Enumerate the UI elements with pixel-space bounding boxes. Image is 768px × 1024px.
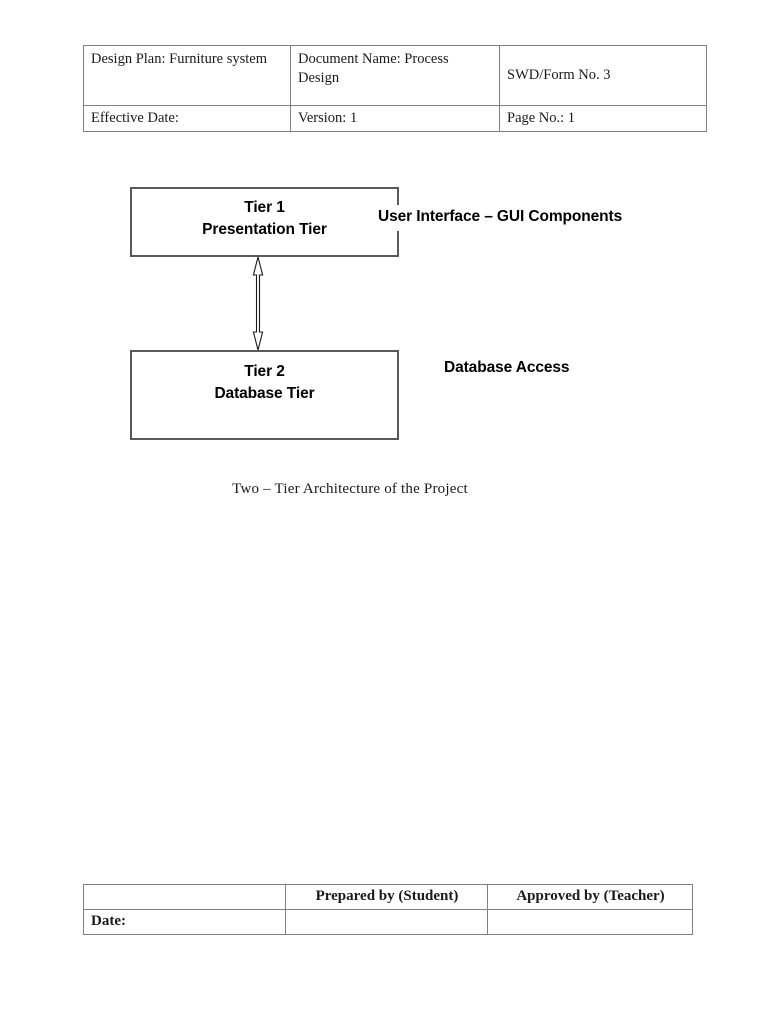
tier1-line1: Tier 1 <box>244 199 285 216</box>
signature-label-date: Date: <box>83 909 286 936</box>
signature-value-approved-by <box>487 909 693 936</box>
tier2-side-label: Database Access <box>444 359 570 376</box>
table-row: Design Plan: Furniture system Document N… <box>83 45 707 106</box>
tier1-border-gap <box>396 205 403 231</box>
header-cell-document-name: Document Name: Process Design <box>290 45 500 106</box>
architecture-diagram: Tier 1 Presentation Tier User Interface … <box>130 187 623 497</box>
tier1-box-label: Tier 1 Presentation Tier <box>132 197 397 241</box>
signature-cell-blank <box>83 883 286 911</box>
tier1-side-label: User Interface – GUI Components <box>378 208 623 225</box>
diagram-caption: Two – Tier Architecture of the Project <box>232 481 468 497</box>
table-row: Date: <box>83 909 693 936</box>
header-cell-design-plan: Design Plan: Furniture system <box>83 45 291 106</box>
tier2-box-label: Tier 2 Database Tier <box>132 361 397 405</box>
header-cell-page-no: Page No.: 1 <box>499 105 707 132</box>
tier2-database-box: Tier 2 Database Tier <box>130 350 399 440</box>
table-row: Effective Date: Version: 1 Page No.: 1 <box>83 105 707 132</box>
tier2-line2: Database Tier <box>214 385 315 402</box>
document-header-table: Design Plan: Furniture system Document N… <box>83 45 707 132</box>
header-cell-form-no: SWD/Form No. 3 <box>499 45 707 106</box>
signature-value-prepared-by <box>285 909 488 936</box>
header-cell-version: Version: 1 <box>290 105 500 132</box>
tier2-line1: Tier 2 <box>244 363 285 380</box>
tier1-presentation-box: Tier 1 Presentation Tier <box>130 187 399 257</box>
header-cell-effective-date: Effective Date: <box>83 105 291 132</box>
table-row: Prepared by (Student) Approved by (Teach… <box>83 883 693 911</box>
signature-table: Prepared by (Student) Approved by (Teach… <box>83 883 693 936</box>
double-headed-arrow-icon <box>252 256 264 351</box>
signature-header-approved-by: Approved by (Teacher) <box>487 883 693 911</box>
tier1-line2: Presentation Tier <box>202 221 327 238</box>
signature-header-prepared-by: Prepared by (Student) <box>285 883 488 911</box>
